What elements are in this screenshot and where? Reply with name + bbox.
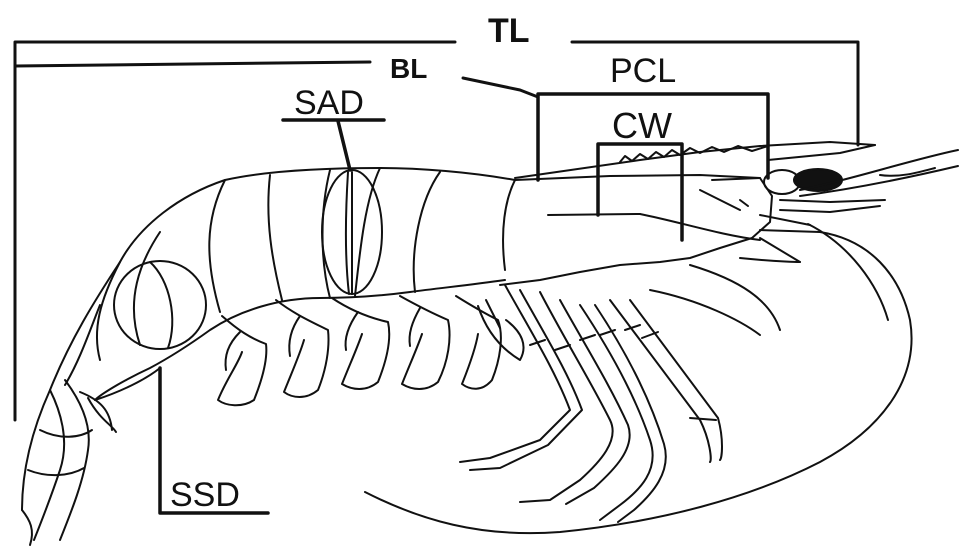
bl-bracket	[15, 62, 538, 97]
label-ssd: SSD	[170, 476, 240, 514]
abdomen	[22, 168, 515, 510]
label-cw: CW	[612, 105, 672, 146]
measurement-labels: TL BL PCL CW SAD SSD	[170, 12, 676, 514]
cw-bracket	[598, 144, 682, 240]
label-pcl: PCL	[610, 52, 676, 90]
label-tl: TL	[488, 12, 530, 50]
label-bl: BL	[390, 53, 427, 84]
pleopods	[218, 296, 524, 405]
carapace	[500, 175, 772, 285]
sad-indicator	[283, 120, 384, 170]
label-sad: SAD	[294, 84, 364, 122]
telson-uropods	[22, 380, 116, 545]
pereiopods	[460, 285, 760, 522]
